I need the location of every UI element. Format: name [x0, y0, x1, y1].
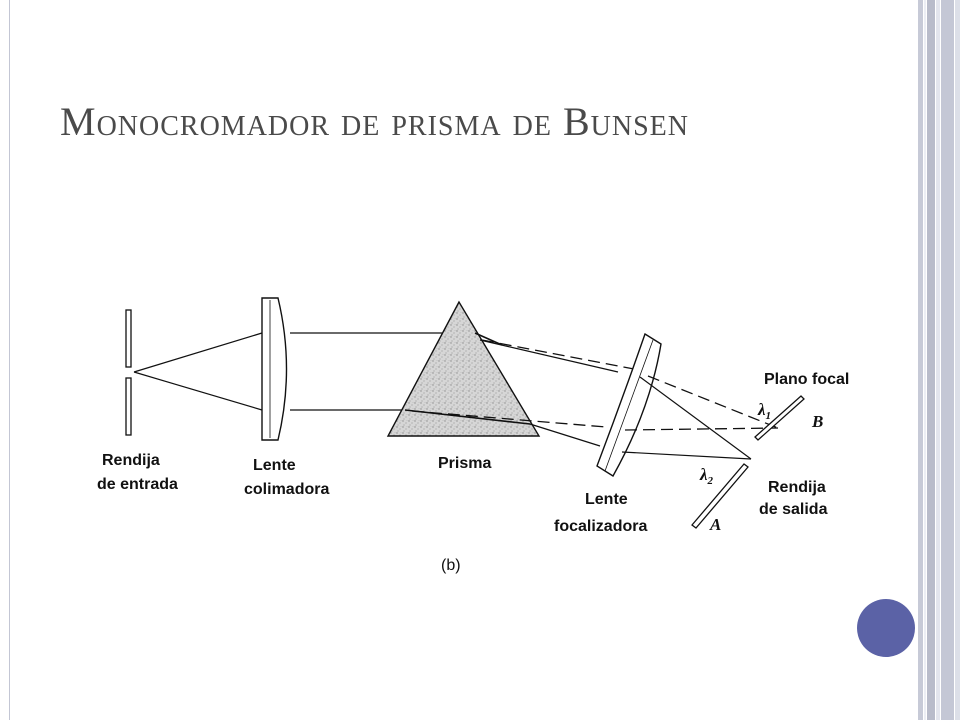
- label-point-a: A: [709, 515, 721, 534]
- collimating-lens: [261, 297, 288, 441]
- exit-slit-plate-a: [691, 463, 749, 529]
- dispersed-rays-solid: [479, 339, 619, 447]
- label-point-b: B: [811, 412, 823, 431]
- label-exit-slit-2: de salida: [759, 501, 828, 518]
- label-exit-slit-1: Rendija: [768, 479, 826, 496]
- label-focusing-lens-2: focalizadora: [554, 518, 647, 535]
- label-focusing-lens-1: Lente: [585, 491, 628, 508]
- label-entrance-slit-2: de entrada: [97, 476, 178, 493]
- dispersed-rays-dashed: [411, 339, 635, 428]
- diverging-rays: [133, 332, 263, 411]
- label-entrance-slit-1: Rendija: [102, 452, 160, 469]
- figure-caption: (b): [441, 557, 461, 574]
- label-lambda-1: λ1: [757, 400, 771, 422]
- slide-frame-line: [9, 0, 10, 720]
- label-collimating-lens-1: Lente: [253, 457, 296, 474]
- prism: [386, 300, 541, 437]
- prism-internal-rays: [404, 332, 531, 425]
- label-prism: Prisma: [438, 455, 491, 472]
- label-focal-plane: Plano focal: [764, 371, 849, 388]
- decorative-side-bars: [918, 0, 960, 720]
- focused-rays-solid: [621, 376, 752, 460]
- focused-rays-dashed: [624, 375, 779, 431]
- slide-title: Monocromador de prisma de Bunsen: [60, 99, 689, 144]
- label-lambda-2: λ2: [699, 465, 714, 487]
- focusing-lens: [596, 332, 662, 477]
- decorative-circle: [857, 599, 915, 657]
- entrance-slit: [125, 309, 132, 436]
- label-collimating-lens-2: colimadora: [244, 481, 329, 498]
- focal-plane-plate-b: [754, 395, 805, 441]
